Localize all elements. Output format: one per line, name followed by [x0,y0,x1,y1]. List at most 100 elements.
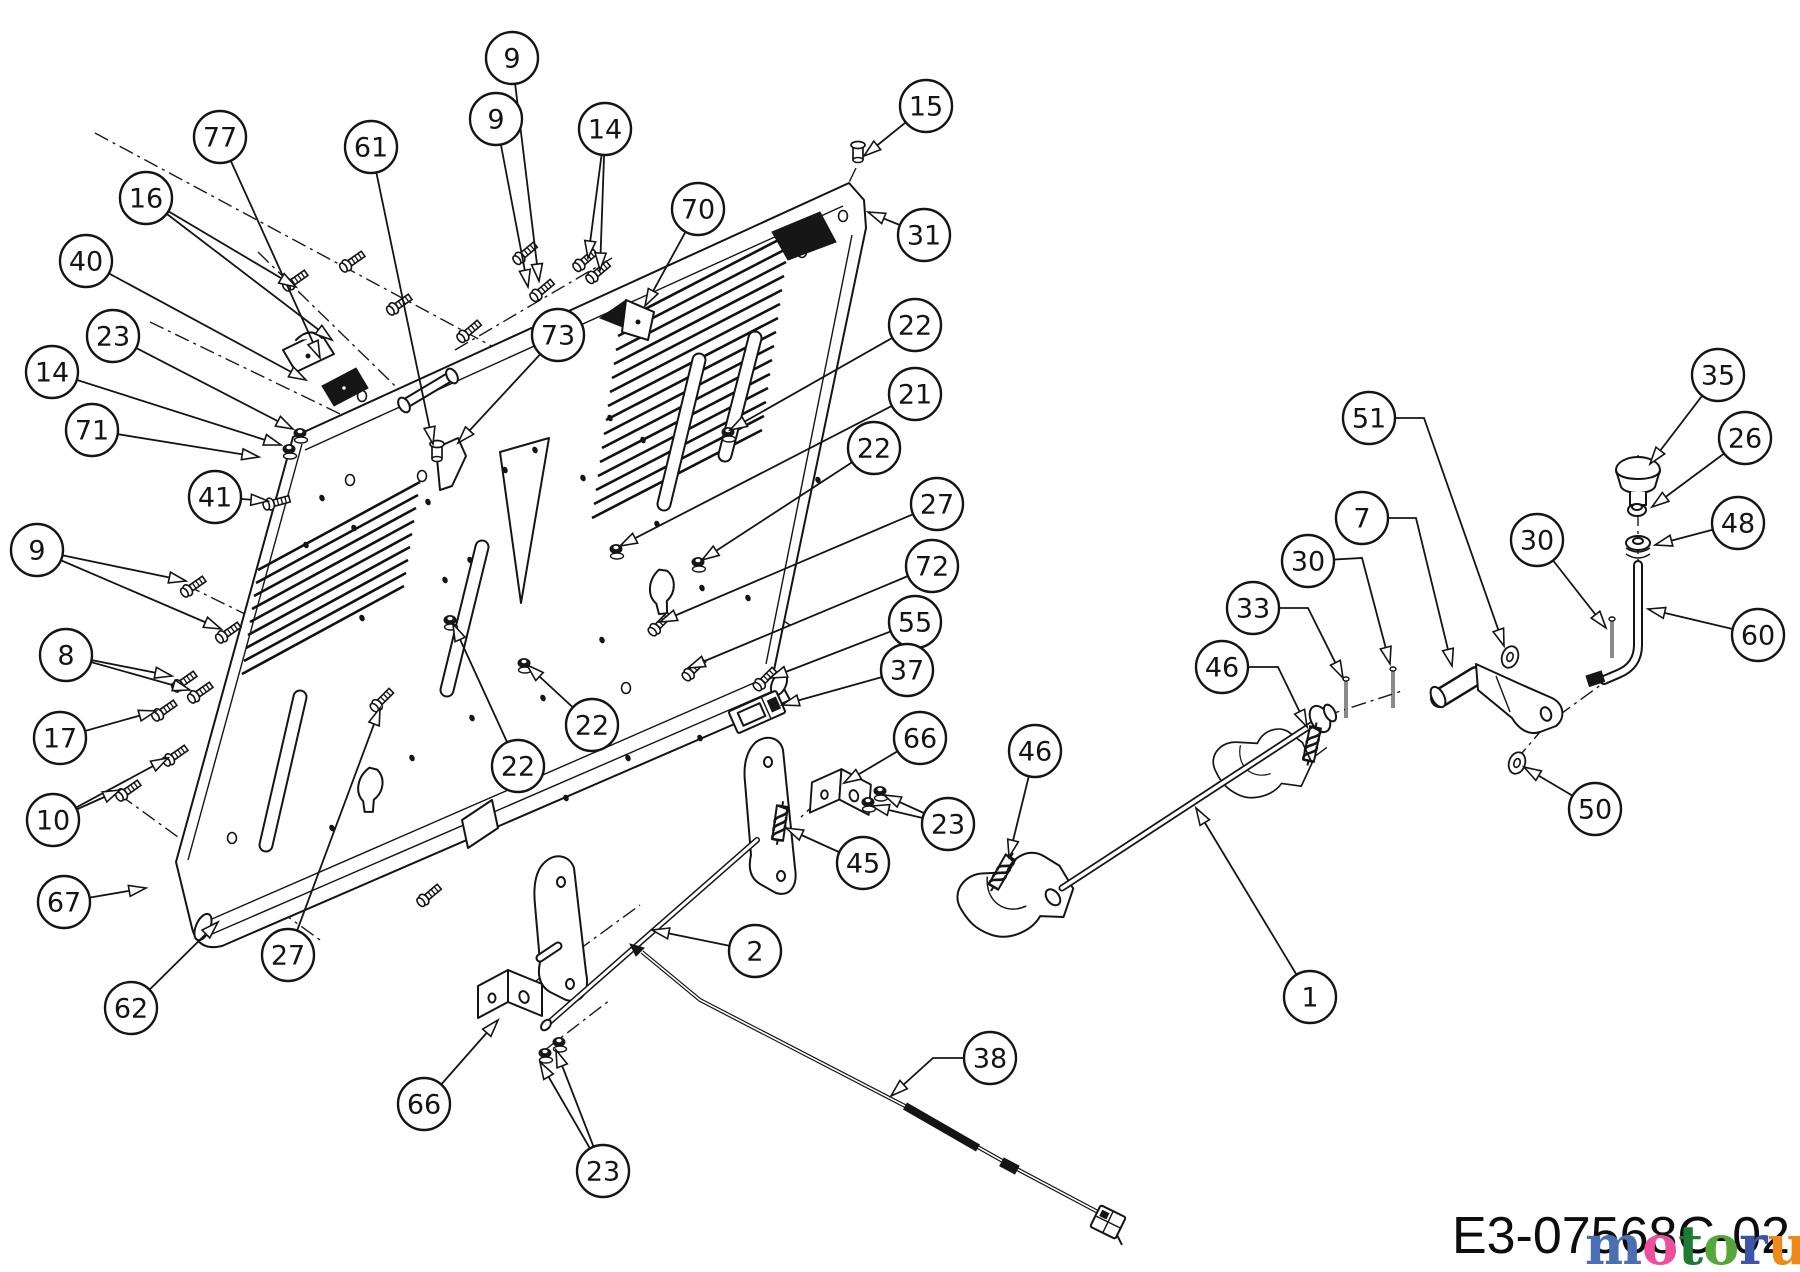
hinge-bracket-cluster [282,331,459,414]
callout-31[interactable]: 31 [865,207,952,263]
screw-icon [369,687,395,713]
svg-text:2: 2 [746,937,763,968]
callout-23[interactable]: 23 [869,793,976,852]
svg-text:1: 1 [1301,983,1318,1014]
callout-7[interactable]: 7 [1334,490,1455,669]
wiring-cable-38 [629,943,1127,1246]
callout-73[interactable]: 73 [456,307,586,445]
svg-text:7: 7 [1353,504,1370,535]
svg-text:38: 38 [973,1044,1007,1075]
callout-71[interactable]: 71 [64,402,262,461]
bent-rod-60 [1585,560,1643,688]
screw-icon [161,744,190,767]
callout-9[interactable]: 9 [9,522,224,631]
screw-icon [572,248,599,273]
callout-22[interactable]: 22 [699,420,902,562]
callout-41[interactable]: 41 [187,469,271,525]
callout-40[interactable]: 40 [58,233,309,382]
hook-bracket [956,851,1075,938]
svg-text:72: 72 [915,552,949,583]
latch-block-37 [728,690,786,734]
svg-text:66: 66 [903,724,937,755]
callout-67[interactable]: 67 [36,874,149,930]
support-plate-left [533,855,588,1002]
callout-48[interactable]: 48 [1652,495,1766,551]
callout-14[interactable]: 14 [577,101,633,273]
svg-text:23: 23 [931,810,965,841]
knob-35 [1615,456,1661,506]
callout-66[interactable]: 66 [841,710,948,785]
callout-23[interactable]: 23 [538,1047,631,1199]
callout-37[interactable]: 37 [779,642,935,707]
callout-51[interactable]: 51 [1341,390,1505,649]
callout-2[interactable]: 2 [649,923,783,979]
callout-30[interactable]: 30 [1509,512,1608,631]
callout-62[interactable]: 62 [103,920,220,1036]
callout-60[interactable]: 60 [1645,606,1786,663]
callout-26[interactable]: 26 [1649,410,1773,509]
svg-text:27: 27 [920,490,954,521]
triangle-cutout [499,437,550,604]
spring-icon [987,852,1017,892]
svg-text:37: 37 [890,656,924,687]
plug-icon [850,140,866,164]
callout-50[interactable]: 50 [1521,765,1623,837]
callout-70[interactable]: 70 [643,181,726,309]
screw-icon [186,681,215,704]
callout-22[interactable]: 22 [525,663,620,753]
svg-text:46: 46 [1018,737,1052,768]
callout-14[interactable]: 14 [24,344,284,446]
callout-9[interactable]: 9 [468,91,532,290]
callout-46[interactable]: 46 [1194,639,1309,730]
svg-text:16: 16 [129,184,163,215]
callout-10[interactable]: 10 [25,756,171,848]
watermark: motoruf.de [1585,1213,1800,1272]
callout-66[interactable]: 66 [396,1018,500,1132]
callout-27[interactable]: 27 [260,705,381,983]
panel-holes [303,414,821,832]
callout-27[interactable]: 27 [657,476,965,624]
bracket-70 [598,299,655,341]
callout-33[interactable]: 33 [1225,580,1345,681]
callout-35[interactable]: 35 [1648,347,1746,467]
svg-text:60: 60 [1741,621,1775,652]
spring-icon [771,801,789,845]
callout-46[interactable]: 46 [1006,723,1063,860]
svg-text:40: 40 [69,247,103,278]
callout-15[interactable]: 15 [861,78,954,158]
svg-text:61: 61 [354,133,388,164]
callout-16[interactable]: 16 [118,170,335,342]
washer-icon [1507,751,1527,775]
svg-text:33: 33 [1236,594,1270,625]
callout-22[interactable]: 22 [451,621,546,794]
screw-icon [338,250,367,273]
svg-text:45: 45 [846,849,880,880]
callout-21[interactable]: 21 [617,366,943,548]
svg-text:67: 67 [47,888,81,919]
callout-8[interactable]: 8 [38,627,193,692]
callout-55[interactable]: 55 [767,594,943,679]
svg-text:26: 26 [1728,424,1762,455]
callout-38[interactable]: 38 [889,1030,1018,1098]
callout-22[interactable]: 22 [727,297,943,432]
callout-23[interactable]: 23 [85,308,296,431]
cable-connector [1089,1204,1127,1246]
svg-text:77: 77 [203,123,237,154]
lift-rod-assembly [956,456,1661,938]
callout-45[interactable]: 45 [783,826,891,891]
callout-61[interactable]: 61 [343,119,436,447]
svg-text:22: 22 [857,434,891,465]
svg-text:46: 46 [1205,653,1239,684]
callout-30[interactable]: 30 [1280,533,1392,667]
callout-77[interactable]: 77 [192,109,322,361]
latch-catch [435,437,467,491]
callout-72[interactable]: 72 [685,538,960,670]
callout-17[interactable]: 17 [32,709,159,766]
latch-lever [357,766,384,813]
screw-icon [529,278,556,303]
callout-1[interactable]: 1 [1194,805,1338,1025]
svg-text:14: 14 [588,115,622,146]
callout-9[interactable]: 9 [484,30,544,284]
svg-text:9: 9 [487,105,504,136]
